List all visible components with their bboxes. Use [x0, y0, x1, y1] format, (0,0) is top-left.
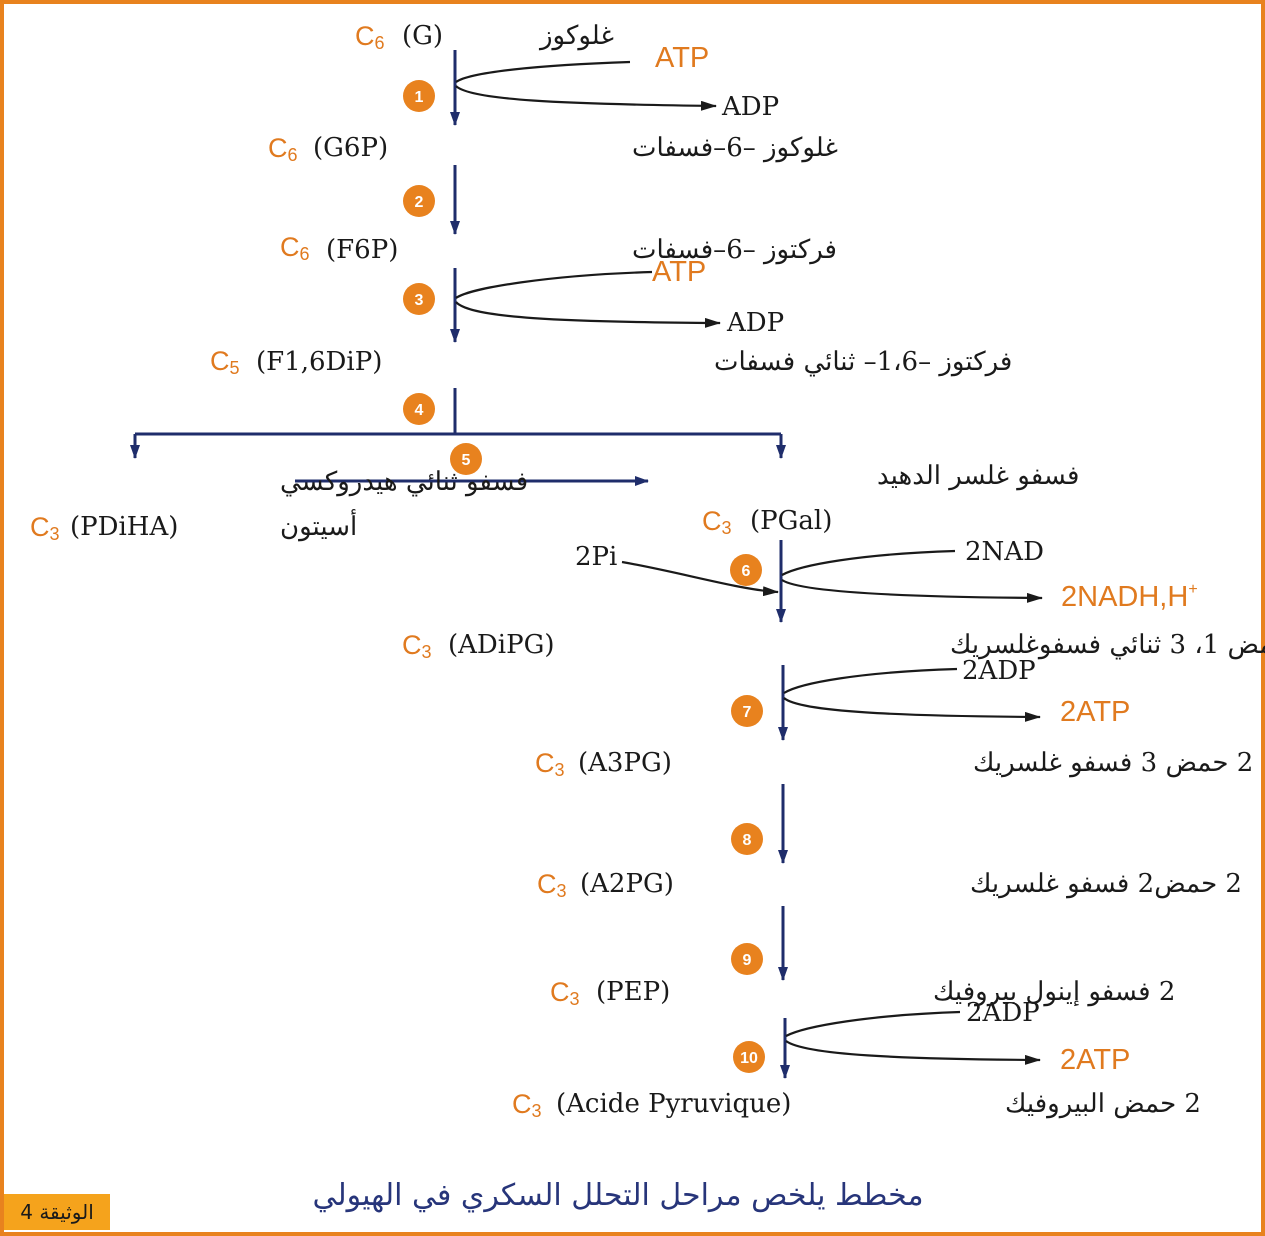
curve-pi-in-6 — [621, 560, 779, 597]
svg-text:(PDiHA): (PDiHA) — [70, 512, 178, 542]
svg-text:C3: C3 — [702, 506, 732, 538]
adp-label-1: ADP — [721, 92, 779, 122]
adp-label-3: ADP — [726, 308, 784, 338]
svg-text:(ADiPG): (ADiPG) — [448, 630, 555, 660]
svg-text:C6: C6 — [355, 21, 385, 53]
svg-text:C5: C5 — [210, 346, 240, 378]
compound-pyruvate: C3 (Acide Pyruvique) 2 حمض البيروفيك — [512, 1089, 1201, 1121]
compound-pep: C3 (PEP) 2 فسفو إينول بيروفيك — [550, 977, 1175, 1009]
svg-text:C3: C3 — [535, 748, 565, 780]
step-badge-9: 9 — [731, 943, 763, 975]
atp-label-3: ATP — [652, 256, 706, 288]
svg-text:(A3PG): (A3PG) — [578, 748, 672, 778]
step-badge-8: 8 — [731, 823, 763, 855]
compound-f16dip: C5 (F1,6DiP) فركتوز –1،6– ثنائي فسفات — [210, 346, 1012, 378]
svg-text:10: 10 — [740, 1050, 758, 1067]
curve-nadh-out-6 — [781, 579, 1043, 603]
svg-text:8: 8 — [743, 832, 752, 849]
curve-adp-in-7 — [783, 667, 958, 694]
step-badge-5: 5 — [450, 443, 482, 475]
step-badge-2: 2 — [403, 185, 435, 217]
svg-text:2 حمض 1، 3 ثنائي فسفوغلسريك: 2 حمض 1، 3 ثنائي فسفوغلسريك — [950, 630, 1265, 660]
svg-text:6: 6 — [742, 563, 751, 580]
svg-text:غلوكوز –6–فسفات: غلوكوز –6–فسفات — [632, 133, 838, 163]
svg-text:(A2PG): (A2PG) — [580, 869, 674, 899]
curve-adp-out-1 — [455, 85, 717, 111]
nad-label: 2NAD — [965, 537, 1044, 567]
compound-pdiha: فسفو ثنائي هيدروكسي C3 (PDiHA) أسيتون — [30, 467, 528, 544]
svg-text:C6: C6 — [268, 133, 298, 165]
pi-label: 2Pi — [575, 542, 617, 572]
nadh-label: 2NADH,H+ — [1061, 581, 1198, 613]
svg-text:5: 5 — [462, 452, 471, 469]
curve-atp-out-7 — [783, 697, 1041, 722]
svg-text:C6: C6 — [280, 232, 310, 264]
svg-text:C3: C3 — [550, 977, 580, 1009]
step-badge-4: 4 — [403, 393, 435, 425]
svg-text:(Acide Pyruvique): (Acide Pyruvique) — [556, 1089, 791, 1119]
svg-text:(F6P): (F6P) — [326, 235, 398, 265]
step-badge-10: 10 — [733, 1041, 765, 1073]
document-label-box — [4, 1194, 110, 1230]
atp-label-1: ATP — [655, 42, 709, 74]
atp-label-7: 2ATP — [1060, 696, 1130, 728]
compound-glucose: C6 (G) غلوكوز — [355, 21, 614, 53]
svg-text:(F1,6DiP): (F1,6DiP) — [256, 347, 382, 377]
svg-text:9: 9 — [743, 952, 752, 969]
step-badge-6: 6 — [730, 554, 762, 586]
svg-text:غلوكوز: غلوكوز — [538, 21, 614, 51]
curve-nad-in-6 — [781, 549, 956, 576]
compound-a2pg: C3 (A2PG) 2 حمض2 فسفو غلسريك — [537, 869, 1242, 901]
compound-adipg: C3 (ADiPG) 2 حمض 1، 3 ثنائي فسفوغلسريك — [402, 630, 1265, 662]
svg-text:2 حمض 3 فسفو غلسريك: 2 حمض 3 فسفو غلسريك — [973, 748, 1253, 778]
step-badge-3: 3 — [403, 283, 435, 315]
svg-text:(PEP): (PEP) — [596, 977, 670, 1007]
compound-a3pg: C3 (A3PG) 2 حمض 3 فسفو غلسريك — [535, 748, 1253, 780]
compound-pgal: فسفو غلسر الدهيد C3 (PGal) — [702, 461, 1079, 538]
svg-text:2 حمض البيروفيك: 2 حمض البيروفيك — [1005, 1089, 1201, 1119]
curve-adp-out-3 — [455, 301, 721, 328]
svg-text:C3: C3 — [512, 1089, 542, 1121]
svg-text:C3: C3 — [30, 512, 60, 544]
svg-text:7: 7 — [743, 704, 752, 721]
svg-text:(PGal): (PGal) — [750, 506, 832, 536]
step-badge-7: 7 — [731, 695, 763, 727]
svg-text:فركتوز –6–فسفات: فركتوز –6–فسفات — [632, 235, 837, 265]
svg-text:3: 3 — [415, 292, 424, 309]
svg-text:2: 2 — [415, 194, 424, 211]
svg-text:فركتوز –1،6– ثنائي فسفات: فركتوز –1،6– ثنائي فسفات — [714, 347, 1012, 377]
curve-adp-in-10 — [785, 1010, 961, 1037]
step-badge-1: 1 — [403, 80, 435, 112]
svg-text:4: 4 — [415, 402, 424, 419]
curve-atp-out-10 — [785, 1040, 1041, 1065]
curve-atp-in-1 — [455, 60, 631, 83]
adp-label-7: 2ADP — [962, 656, 1036, 686]
svg-text:فسفو ثنائي هيدروكسي: فسفو ثنائي هيدروكسي — [280, 467, 528, 497]
svg-text:(G6P): (G6P) — [313, 133, 388, 163]
svg-text:فسفو غلسر الدهيد: فسفو غلسر الدهيد — [877, 461, 1079, 491]
adp-label-10: 2ADP — [966, 998, 1040, 1028]
document-label: الوثيقة 4 — [20, 1200, 94, 1224]
svg-text:(G): (G) — [402, 21, 443, 51]
diagram-title: مخطط يلخص مراحل التحلل السكري في الهيولي — [312, 1178, 923, 1213]
svg-text:C3: C3 — [537, 869, 567, 901]
atp-label-10: 2ATP — [1060, 1044, 1130, 1076]
compound-g6p: C6 (G6P) غلوكوز –6–فسفات — [268, 133, 838, 165]
svg-text:C3: C3 — [402, 630, 432, 662]
svg-text:2 فسفو إينول بيروفيك: 2 فسفو إينول بيروفيك — [933, 977, 1175, 1007]
curve-atp-in-3 — [455, 270, 653, 299]
compound-f6p: C6 (F6P) فركتوز –6–فسفات — [280, 232, 837, 265]
svg-text:2 حمض2 فسفو غلسريك: 2 حمض2 فسفو غلسريك — [970, 869, 1242, 899]
svg-text:أسيتون: أسيتون — [280, 508, 357, 542]
svg-text:1: 1 — [415, 89, 424, 106]
